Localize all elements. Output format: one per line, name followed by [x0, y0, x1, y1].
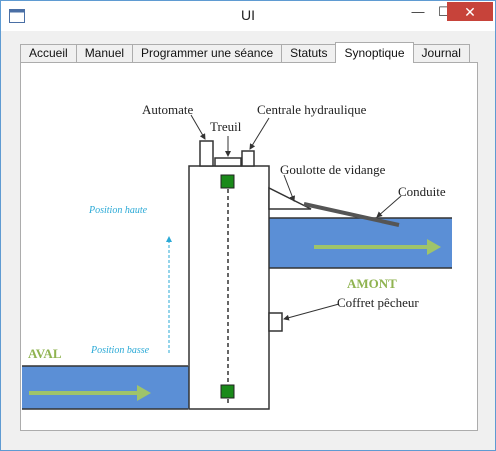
maximize-button[interactable]: ☐	[438, 4, 450, 19]
label-position-haute: Position haute	[88, 205, 148, 216]
amont-water	[269, 218, 452, 268]
client-area: Accueil Manuel Programmer une séance Sta…	[9, 31, 487, 442]
minimize-button[interactable]: —	[411, 4, 425, 19]
tab-accueil[interactable]: Accueil	[20, 44, 77, 62]
label-aval: AVAL	[28, 346, 62, 361]
tab-synoptique[interactable]: Synoptique	[335, 42, 414, 63]
label-centrale-hydraulique: Centrale hydraulique	[257, 102, 367, 117]
tab-programmer-une-seance[interactable]: Programmer une séance	[132, 44, 283, 62]
amont-flow-arrow-head	[427, 239, 441, 255]
label-conduite: Conduite	[398, 184, 446, 199]
goulotte-leader	[283, 174, 296, 202]
tab-bar: Accueil Manuel Programmer une séance Sta…	[20, 42, 470, 63]
coffret-leader	[283, 303, 340, 321]
label-goulotte-de-vidange: Goulotte de vidange	[280, 162, 386, 177]
tab-journal[interactable]: Journal	[412, 44, 470, 62]
close-button[interactable]: ✕	[447, 2, 493, 21]
aval-water	[22, 366, 189, 409]
app-window-icon	[9, 9, 25, 23]
label-treuil: Treuil	[210, 119, 242, 134]
label-automate: Automate	[142, 102, 193, 117]
synoptique-diagram: Automate Treuil Centrale hydraulique Gou…	[22, 102, 452, 410]
window-title: UI	[241, 7, 255, 23]
centrale-leader	[249, 117, 270, 150]
aval-flow-arrow-head	[137, 385, 151, 401]
label-coffret-pecheur: Coffret pêcheur	[337, 295, 419, 310]
sensor-top	[220, 174, 235, 189]
tab-statuts[interactable]: Statuts	[281, 44, 337, 62]
label-position-basse: Position basse	[90, 345, 150, 356]
conduite-pipe	[303, 202, 400, 227]
label-amont: AMONT	[347, 276, 397, 291]
centrale-box	[241, 150, 255, 167]
coffret-pecheur-box	[268, 312, 283, 332]
automate-leader	[190, 114, 206, 140]
tower-body	[188, 165, 270, 410]
sensor-bottom	[220, 384, 235, 399]
automate-box	[199, 140, 214, 167]
treuil-box	[214, 157, 242, 167]
synoptique-panel: Automate Treuil Centrale hydraulique Gou…	[20, 62, 478, 431]
title-bar[interactable]: UI — ☐ ✕	[1, 1, 495, 31]
conduite-leader	[376, 195, 402, 218]
tab-manuel[interactable]: Manuel	[75, 44, 134, 62]
